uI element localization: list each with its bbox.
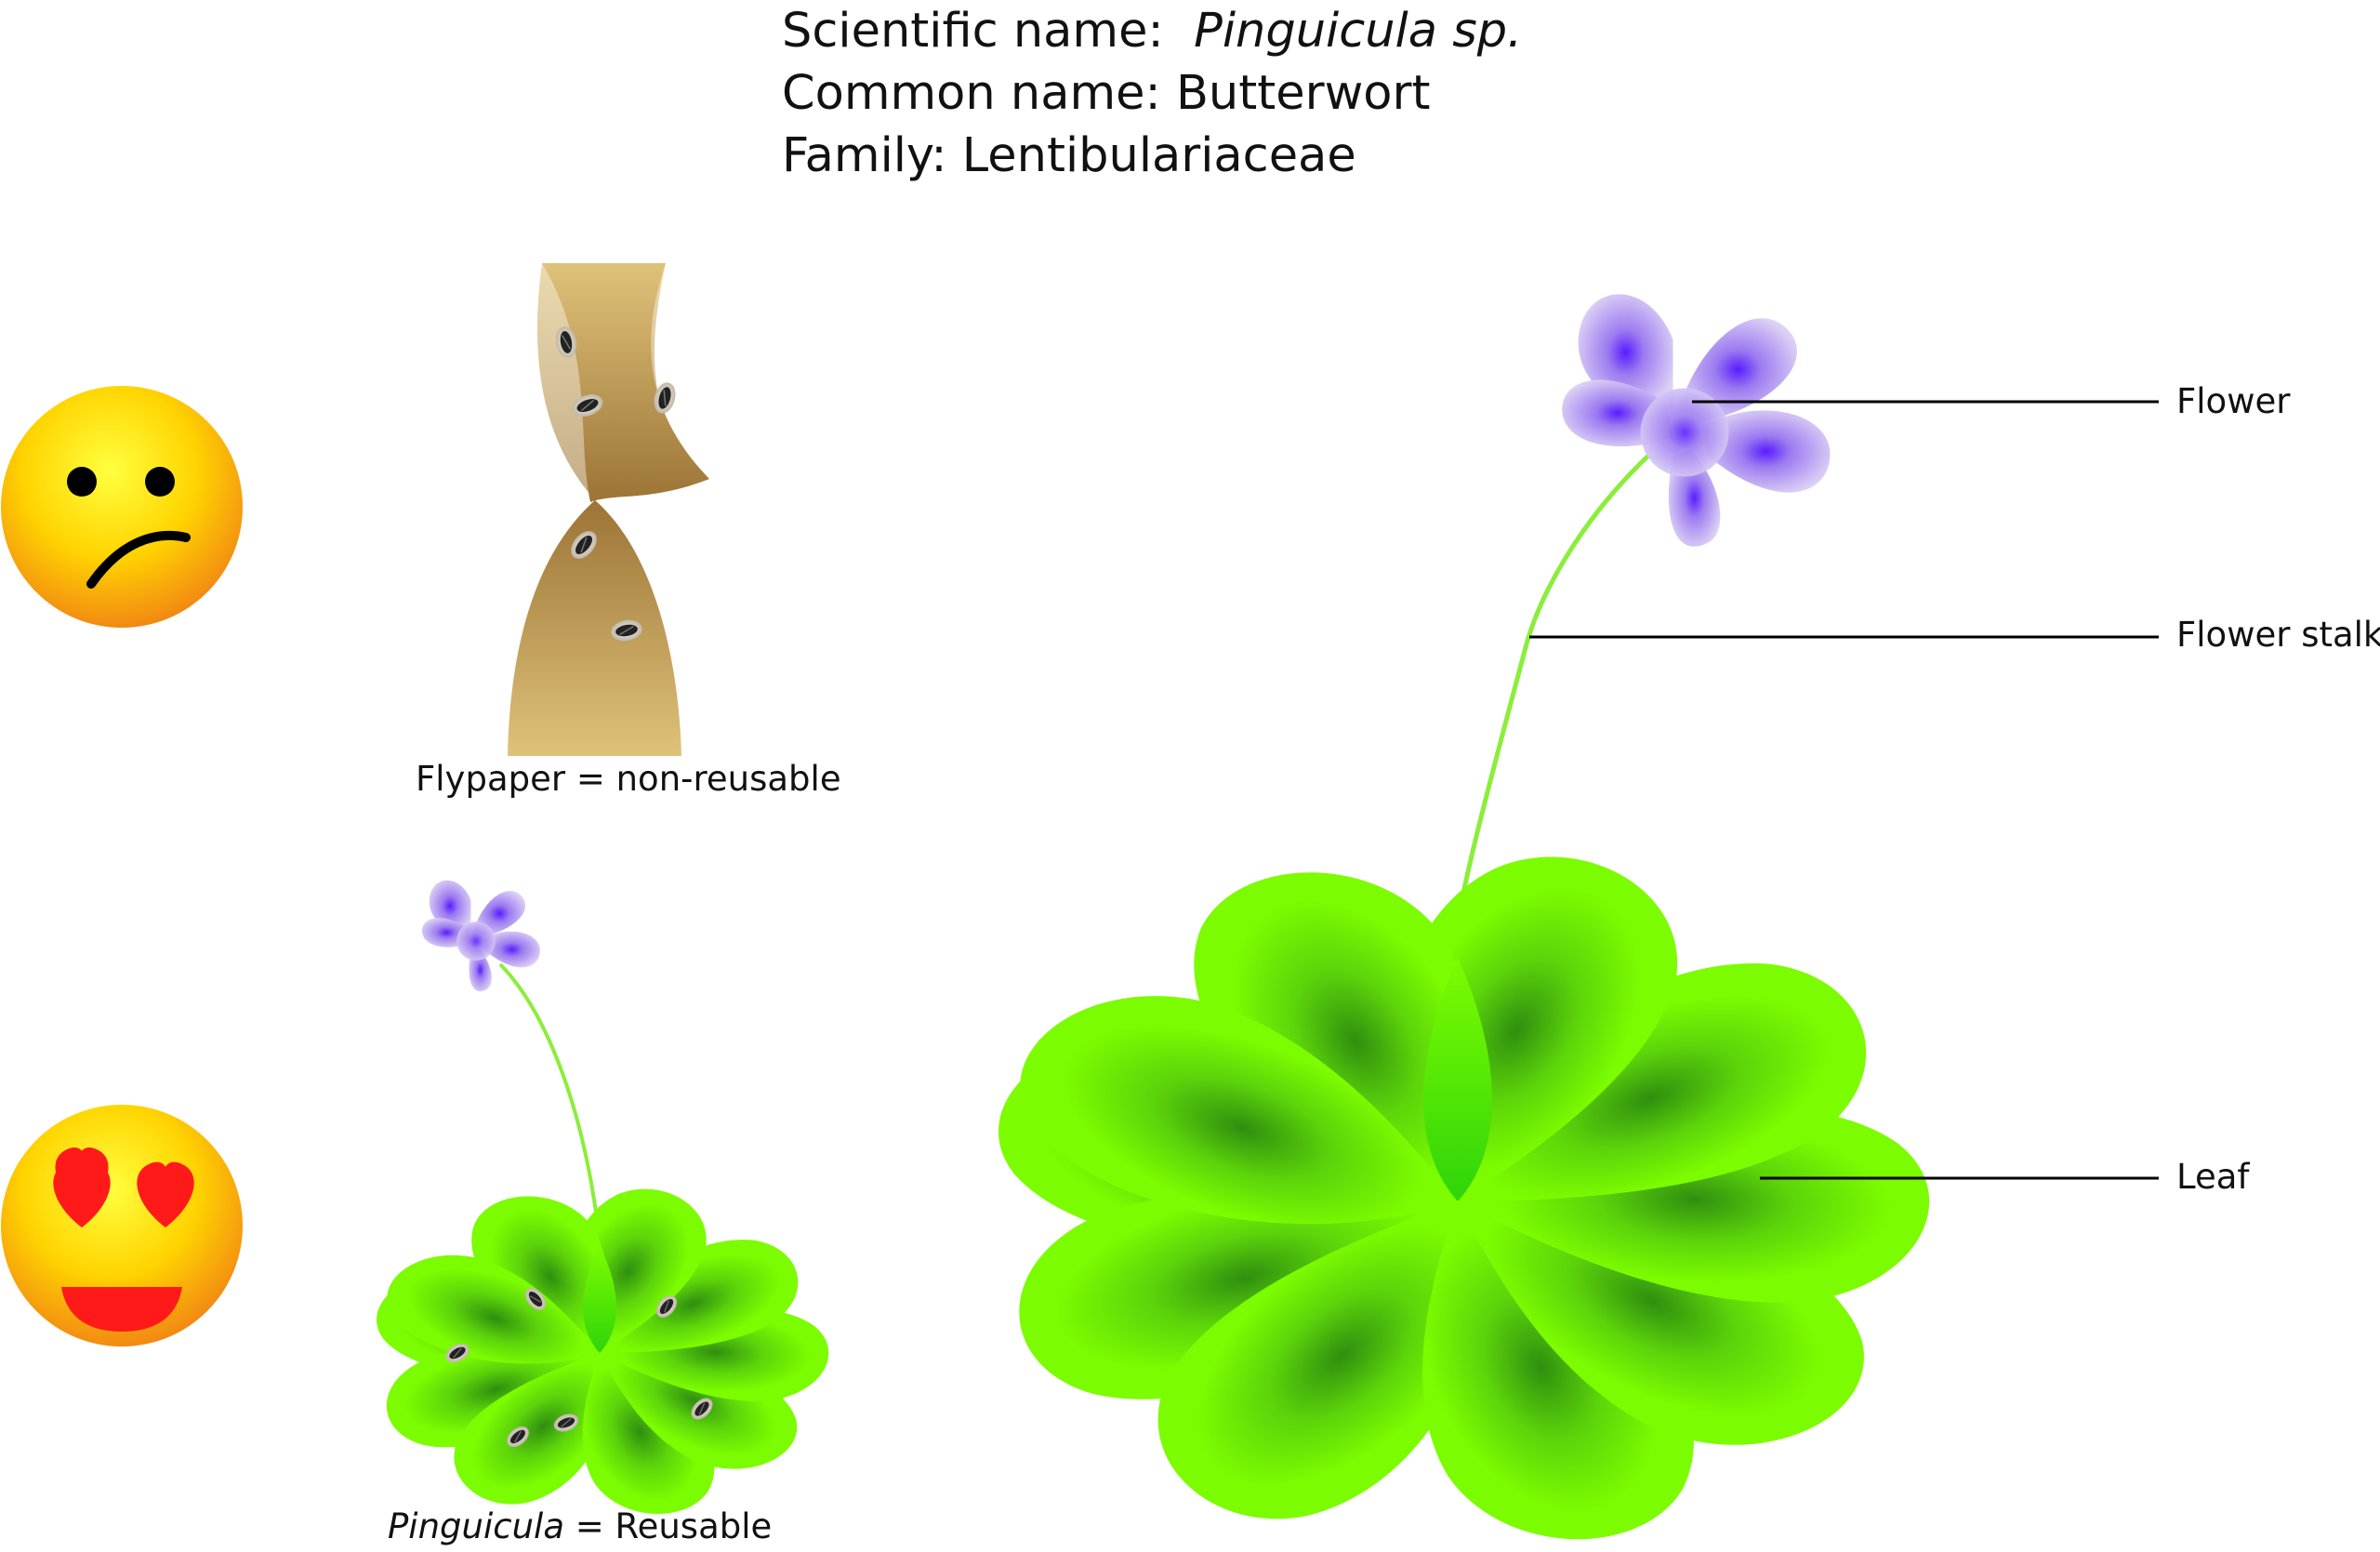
large-pinguicula-plant (963, 294, 1940, 1552)
flypaper-strip (508, 263, 709, 756)
confused-face-icon (1, 386, 243, 628)
leader-lines (1529, 400, 2159, 1180)
label-leaf: Leaf (2176, 1157, 2250, 1197)
small-pinguicula-plant (359, 880, 834, 1526)
species-info: Scientific name: Pinguicula sp. Common n… (782, 0, 1522, 187)
flypaper-caption: Flypaper = non-reusable (416, 759, 841, 799)
common-name: Common name: Butterwort (782, 66, 1431, 121)
label-flower-stalk: Flower stalk (2176, 615, 2380, 655)
small-rosette (359, 1176, 834, 1526)
small-flower (422, 880, 540, 992)
large-rosette (963, 830, 1940, 1552)
family-name: Family: Lentibulariaceae (782, 128, 1356, 183)
pinguicula-caption: Pinguicula = Reusable (388, 1506, 773, 1546)
label-flower: Flower (2176, 381, 2291, 421)
heart-eyes-face-icon (1, 1105, 243, 1346)
scientific-name: Scientific name: Pinguicula sp. (782, 4, 1523, 59)
